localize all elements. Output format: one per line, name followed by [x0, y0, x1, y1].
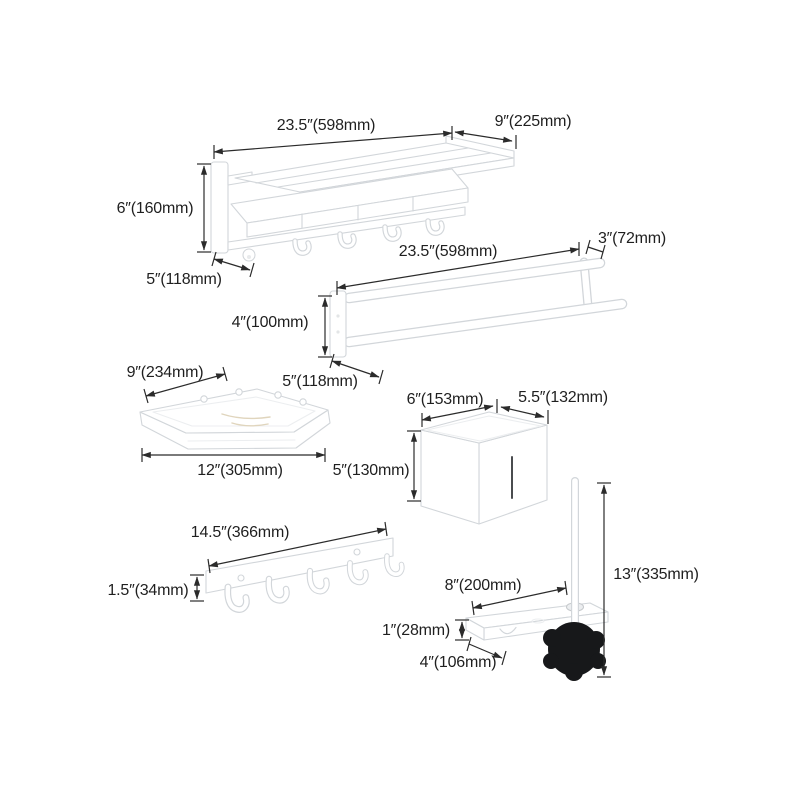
double-towel-bar-dimensions: 23.5″(598mm) 3″(72mm) 4″(100mm) 5″(118mm… [232, 230, 667, 390]
rail-bar [205, 537, 394, 594]
dim-depth: 9″(225mm) [495, 113, 572, 130]
dim-height: 6″(160mm) [117, 200, 194, 217]
wall-post [329, 290, 347, 358]
box-left-face [420, 429, 480, 525]
towel-rack-with-shelf-illustration [210, 135, 515, 262]
corner-shelf-dimensions: 9″(234mm) 12″(305mm) [127, 364, 326, 479]
dim-height: 4″(100mm) [232, 314, 309, 331]
hook-rail-illustration [205, 537, 405, 613]
tissue-box-illustration [420, 411, 548, 525]
dim-width: 14.5″(366mm) [191, 524, 289, 541]
dim-height: 5″(130mm) [333, 462, 410, 479]
rack-hooks [292, 218, 445, 256]
wall-post [210, 161, 229, 254]
dim-wall-distance: 5″(118mm) [146, 271, 222, 288]
dim-front-width: 12″(305mm) [197, 462, 282, 479]
holder-left-cap [465, 617, 485, 641]
dim-width: 6″(153mm) [407, 391, 484, 408]
dim-height: 1.5″(34mm) [107, 582, 188, 599]
towel-rack-dimensions: 23.5″(598mm) 9″(225mm) 6″(160mm) 5″(118m… [117, 113, 572, 288]
ball-shade [247, 255, 251, 259]
dim-shelf-width: 8″(200mm) [445, 577, 522, 594]
bottom-rail [227, 206, 466, 251]
dim-wall-distance: 5″(118mm) [282, 373, 358, 390]
holder-notch [499, 626, 517, 635]
toilet-brush-dimensions: 8″(200mm) 13″(335mm) 1″(28mm) 4″(106mm) [382, 482, 699, 678]
dim-total-height: 13″(335mm) [613, 566, 698, 583]
dim-depth: 5.5″(132mm) [518, 389, 608, 406]
dim-shelf-depth: 4″(106mm) [420, 654, 497, 671]
dim-width: 23.5″(598mm) [277, 117, 375, 134]
brush-head [543, 622, 606, 681]
dim-shelf-thickness: 1″(28mm) [382, 622, 450, 639]
dim-width: 23.5″(598mm) [399, 243, 497, 260]
hook-rail-dimensions: 14.5″(366mm) 1.5″(34mm) [107, 521, 388, 602]
toilet-brush-illustration [465, 477, 609, 681]
dim-end-gap: 3″(72mm) [598, 230, 666, 247]
rail-hooks [224, 553, 405, 613]
dim-side: 9″(234mm) [127, 364, 204, 381]
corner-shelf-illustration [139, 388, 331, 450]
double-towel-bar-illustration [329, 257, 628, 358]
tissue-box-dimensions: 6″(153mm) 5.5″(132mm) 5″(130mm) [333, 389, 608, 502]
